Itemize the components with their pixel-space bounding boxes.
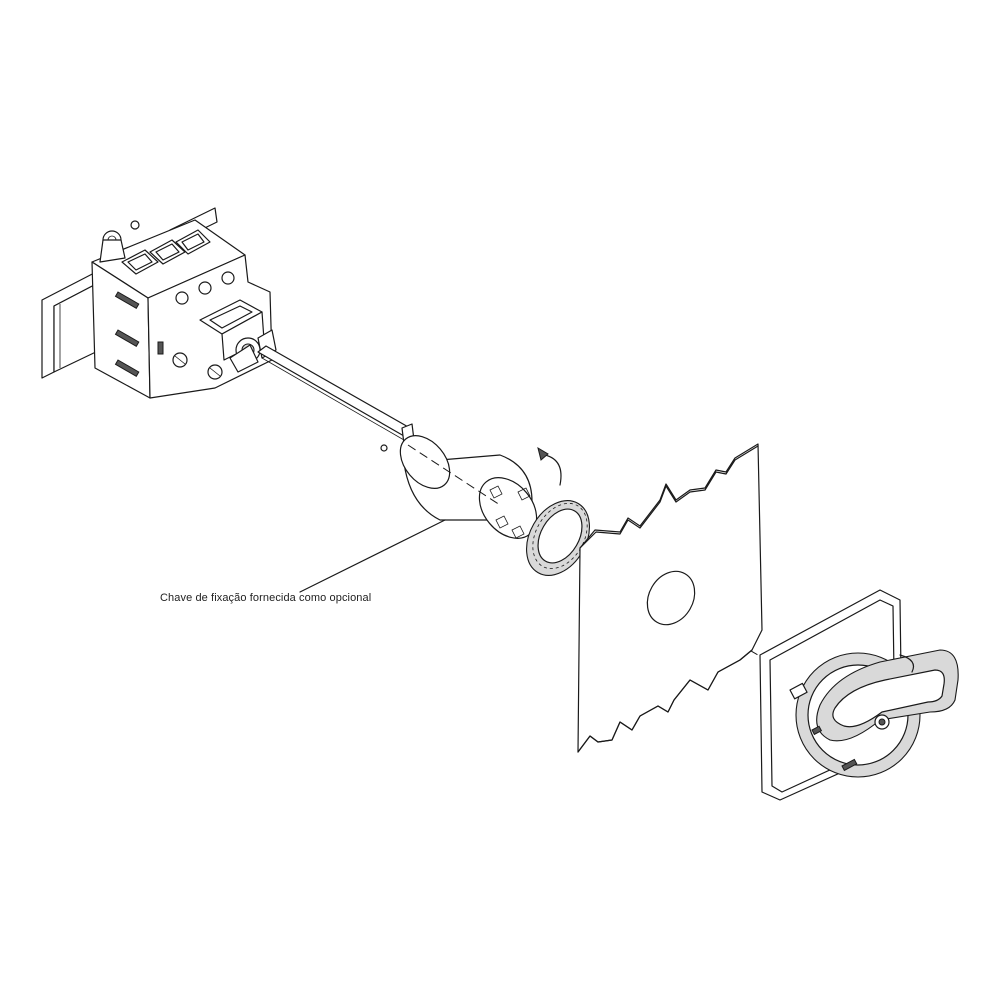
terminal-boxes xyxy=(121,229,211,275)
extension-shaft xyxy=(257,345,415,452)
panel-door xyxy=(577,443,763,753)
rotation-arrow-icon xyxy=(537,446,562,486)
switch-body xyxy=(91,219,277,399)
fixing-key-caption: Chave de fixação fornecida como opcional xyxy=(160,592,372,604)
fixing-key xyxy=(399,435,538,539)
handle-assembly xyxy=(759,589,959,801)
caption-leader-line xyxy=(299,519,446,593)
front-slots xyxy=(114,291,164,378)
locking-nut xyxy=(526,500,590,576)
